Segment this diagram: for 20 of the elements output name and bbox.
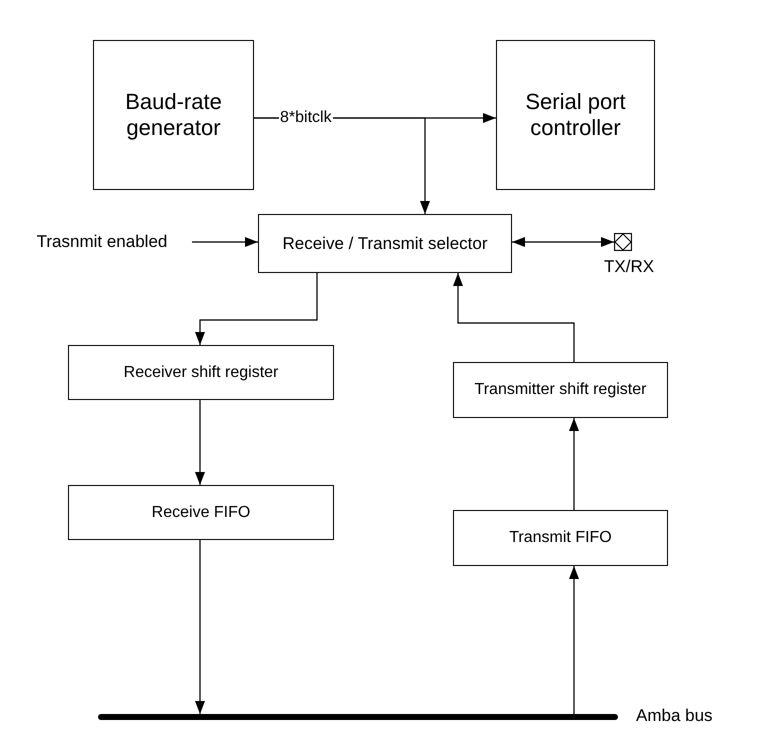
- arrow: [512, 237, 614, 247]
- arrow: [195, 540, 205, 714]
- process-box: Receive FIFO: [68, 485, 334, 540]
- arrow: [569, 566, 579, 714]
- input-signal-text: Trasnmit enabled: [12, 230, 192, 254]
- arrow: [192, 237, 258, 247]
- port-label: Amba bus: [636, 706, 713, 726]
- arrow: [569, 418, 579, 510]
- process-box: Receive / Transmit selector: [258, 214, 512, 273]
- arrow: [453, 273, 575, 362]
- arrow: [195, 400, 205, 485]
- arrow: [195, 273, 318, 345]
- process-box: Transmit FIFO: [453, 510, 668, 566]
- process-box: Baud-rate generator: [93, 40, 254, 190]
- process-box: Serial port controller: [496, 40, 655, 190]
- bus-bar: [98, 714, 618, 720]
- port-icon: [614, 233, 632, 251]
- port-label: TX/RX: [604, 257, 654, 277]
- process-box: Transmitter shift register: [453, 362, 668, 418]
- process-box: Receiver shift register: [68, 345, 334, 400]
